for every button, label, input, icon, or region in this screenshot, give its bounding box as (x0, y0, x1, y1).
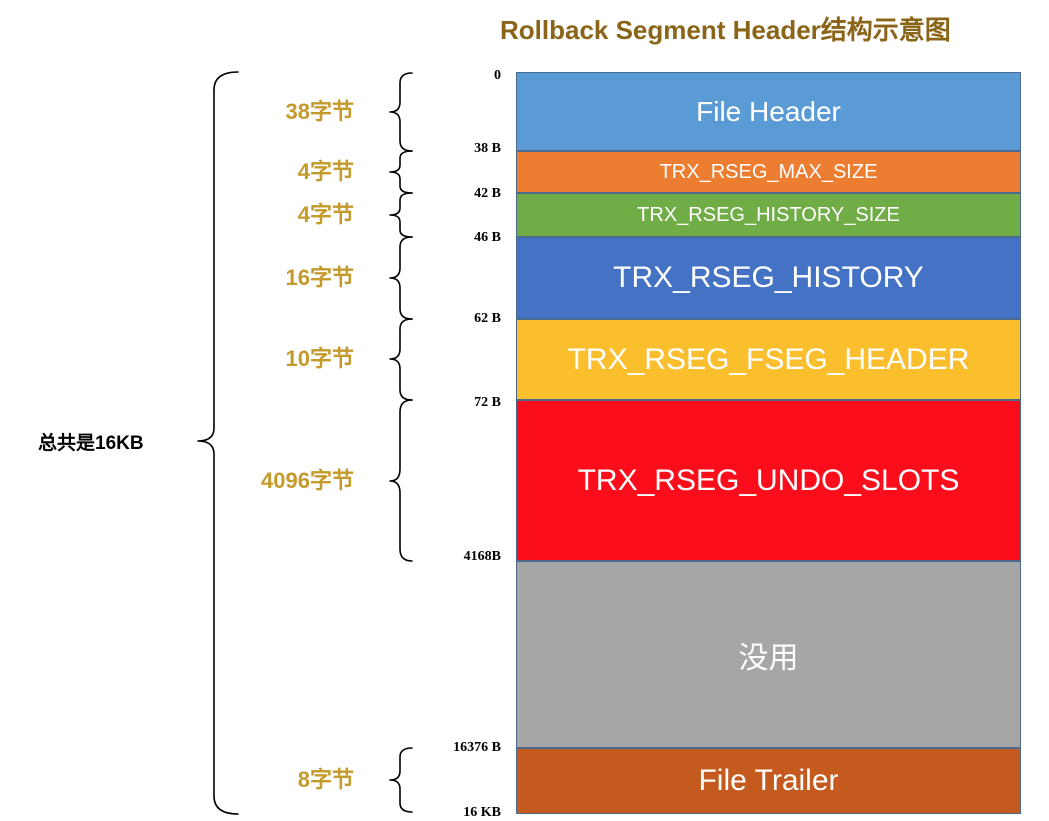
size-label: 4096字节 (261, 468, 354, 493)
size-label: 4字节 (297, 159, 354, 184)
segment-label: TRX_RSEG_HISTORY_SIZE (637, 203, 900, 226)
offset-label: 42 B (474, 186, 501, 201)
size-label: 10字节 (285, 346, 354, 371)
segment-trx-rseg-undo-slots: TRX_RSEG_UNDO_SLOTS (516, 400, 1021, 561)
offset-label: 46 B (474, 230, 501, 245)
offset-label: 4168B (463, 549, 501, 564)
segment-trx-rseg-max-size: TRX_RSEG_MAX_SIZE (516, 151, 1021, 193)
size-brace (389, 192, 413, 238)
segment-unused: 没用 (516, 561, 1021, 748)
size-brace (389, 72, 413, 152)
segment-trx-rseg-fseg-header: TRX_RSEG_FSEG_HEADER (516, 319, 1021, 400)
size-label: 4字节 (297, 202, 354, 227)
size-label: 38字节 (285, 99, 354, 124)
segment-label: TRX_RSEG_HISTORY (613, 261, 924, 294)
segment-trx-rseg-history-size: TRX_RSEG_HISTORY_SIZE (516, 193, 1021, 237)
offset-label: 62 B (474, 311, 501, 326)
segment-label: TRX_RSEG_FSEG_HEADER (567, 342, 970, 376)
size-brace (389, 236, 413, 320)
segment-file-header: File Header (516, 72, 1021, 151)
segment-trx-rseg-history: TRX_RSEG_HISTORY (516, 237, 1021, 319)
size-brace (389, 150, 413, 194)
size-brace (389, 318, 413, 401)
offset-label: 16 KB (463, 805, 501, 820)
size-label: 16字节 (285, 265, 354, 290)
size-brace (389, 747, 413, 813)
diagram-title: Rollback Segment Header结构示意图 (500, 15, 951, 45)
segment-label: File Header (696, 95, 841, 127)
offset-label: 72 B (474, 395, 501, 410)
offset-label: 38 B (474, 141, 501, 156)
size-label: 8字节 (297, 767, 354, 792)
size-brace (389, 399, 413, 562)
offset-label: 0 (494, 68, 501, 83)
segment-label: File Trailer (698, 764, 839, 797)
segment-label: 没用 (738, 641, 799, 675)
total-brace (197, 71, 239, 815)
offset-label: 16376 B (453, 740, 501, 755)
segment-label: TRX_RSEG_MAX_SIZE (659, 160, 878, 183)
segment-file-trailer: File Trailer (516, 748, 1021, 814)
segment-label: TRX_RSEG_UNDO_SLOTS (577, 463, 960, 497)
total-size-label: 总共是16KB (38, 433, 144, 454)
